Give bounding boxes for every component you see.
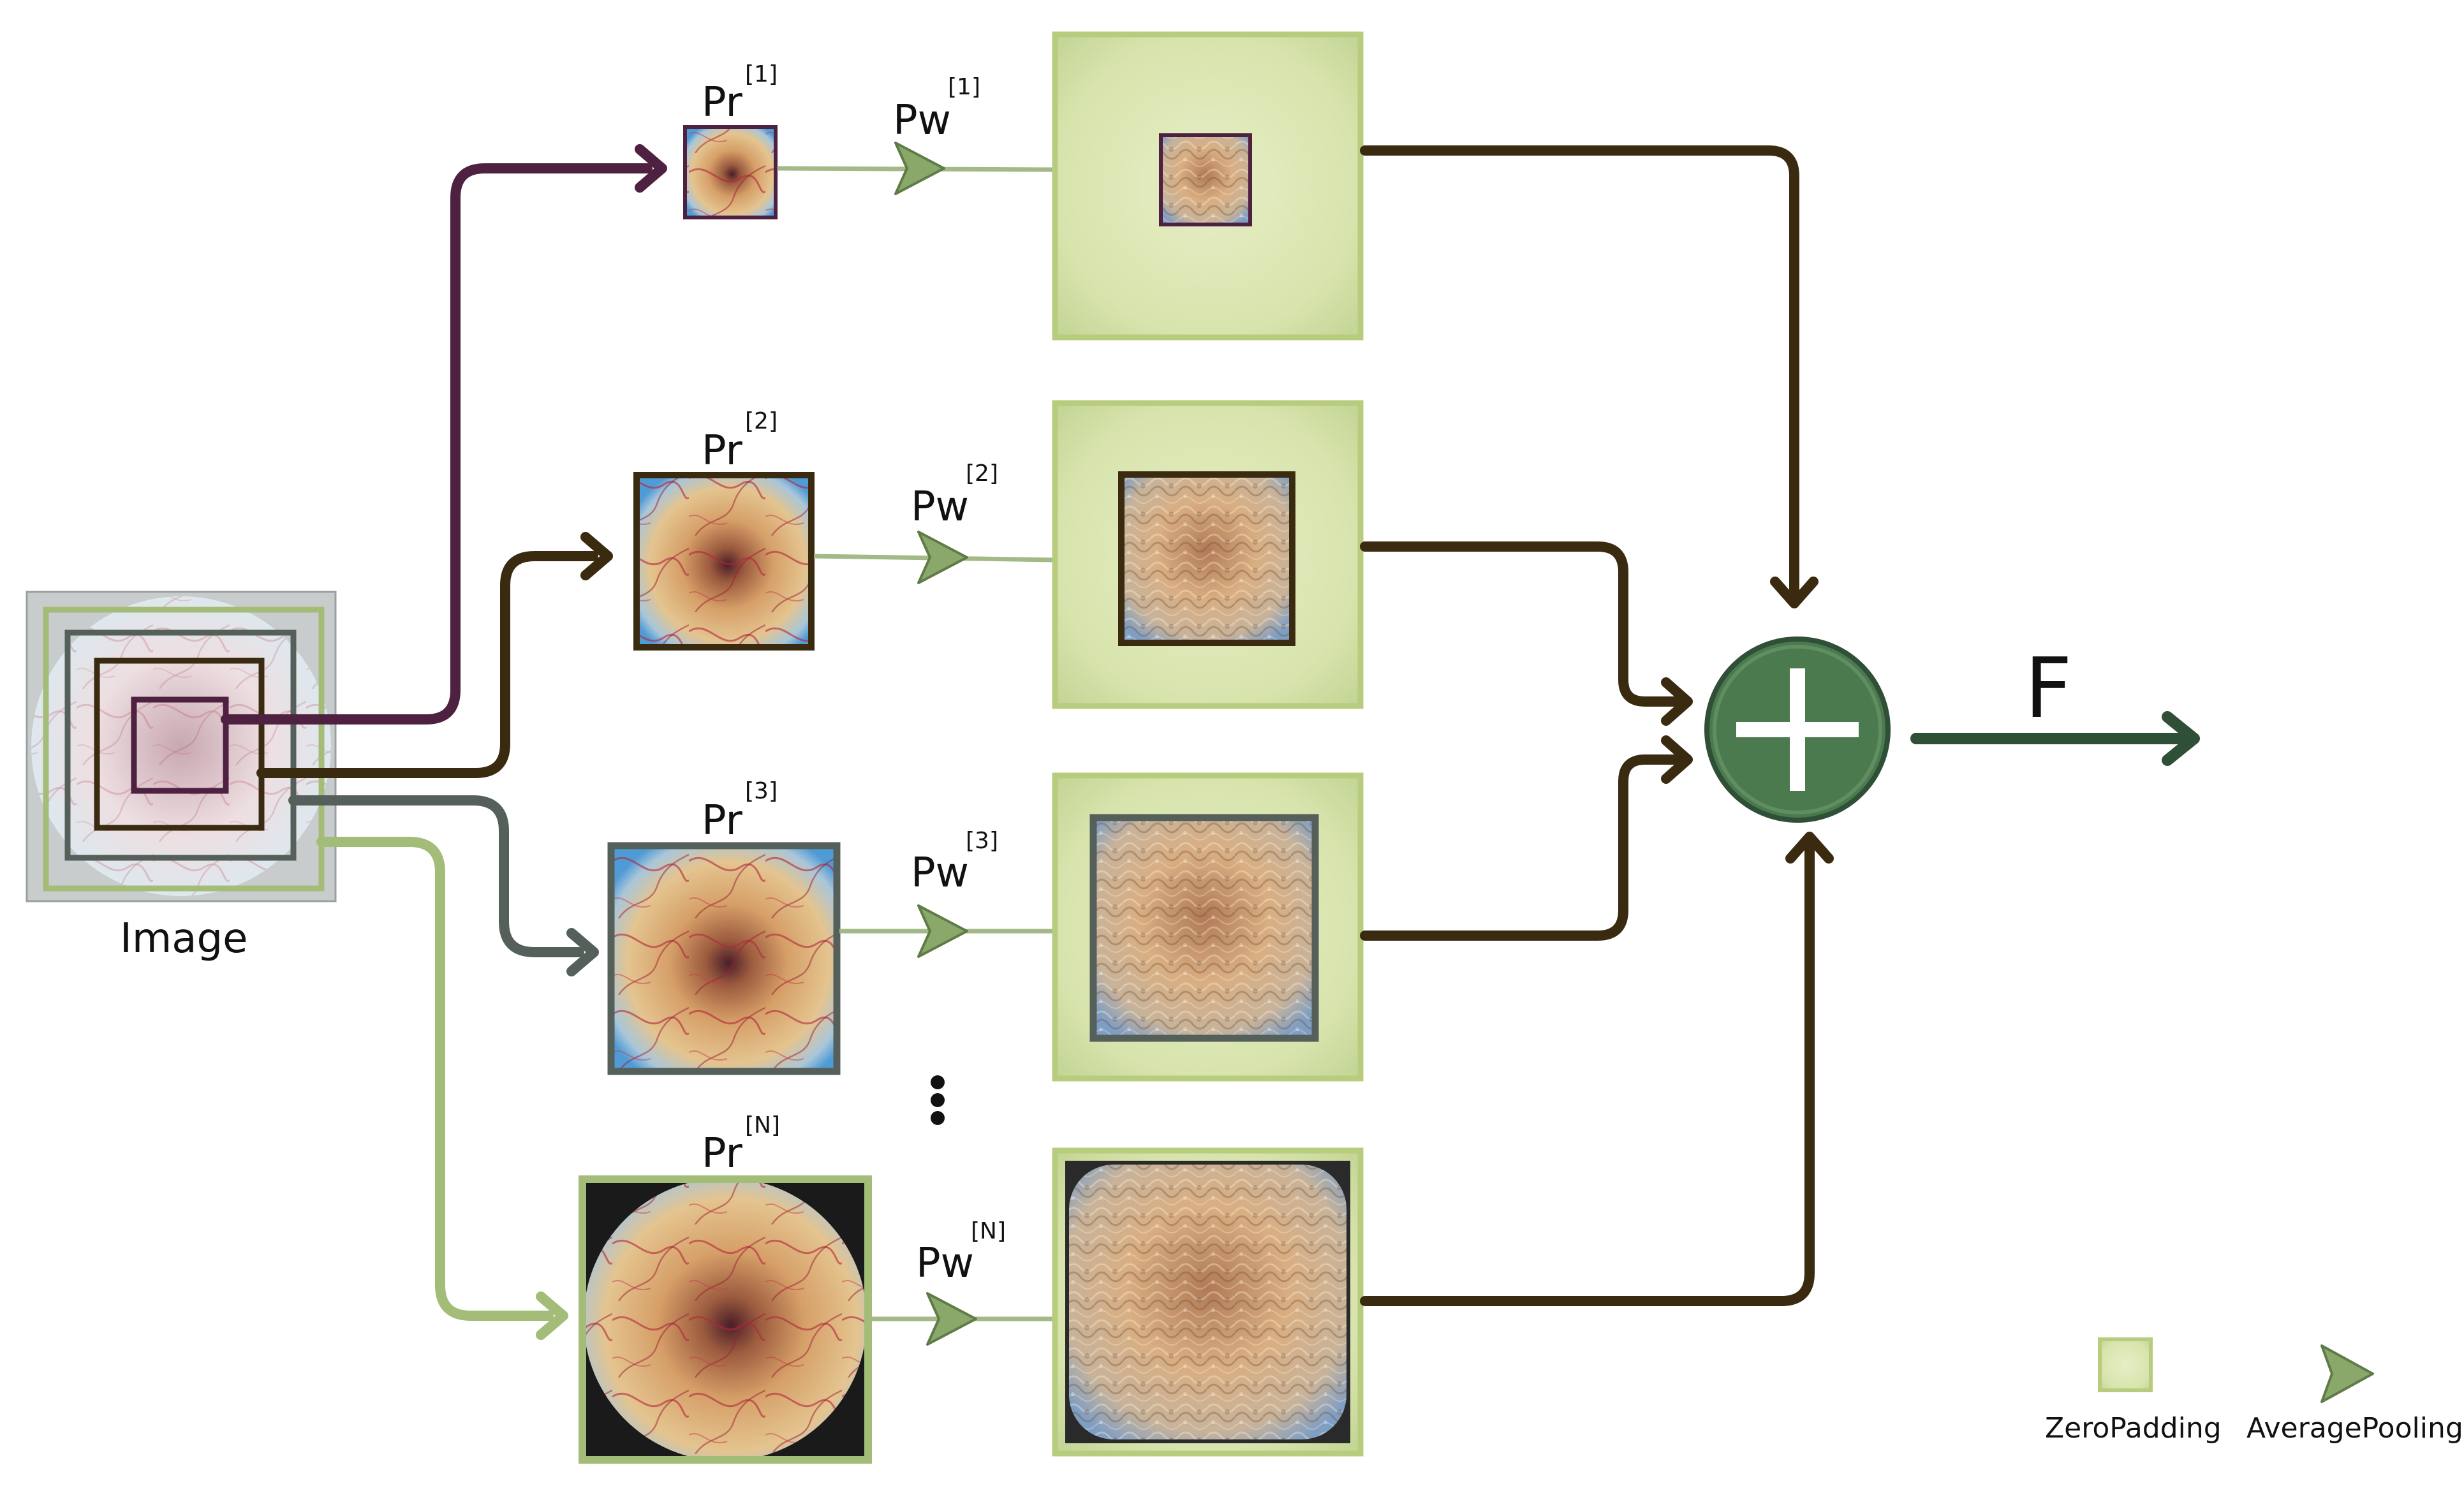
svg-text:Pw: Pw <box>893 97 951 144</box>
padded-feature-3 <box>1052 772 1364 1082</box>
avg-pool-icon-3 <box>917 904 968 958</box>
ellipsis-icon <box>931 1075 945 1125</box>
arrowhead-scale-n <box>536 1291 568 1340</box>
pw-label-2: Pw [2] <box>911 460 998 531</box>
patch-n <box>579 1175 872 1464</box>
connector-scale-n <box>316 837 554 1321</box>
pw-label-n: Pw [N] <box>916 1218 1006 1287</box>
sum-arrowhead-n <box>1785 832 1834 864</box>
svg-text:Pw: Pw <box>911 483 969 531</box>
svg-text:[2]: [2] <box>966 460 998 487</box>
output-arrow <box>1910 711 2200 766</box>
avg-pool-icon-n <box>926 1292 977 1346</box>
crop-outline-3 <box>64 629 297 861</box>
connector-scale-2 <box>256 551 598 778</box>
crop-outline-n <box>43 607 325 892</box>
connector-scale-3 <box>288 795 584 957</box>
legend-zero-padding: ZeroPadding <box>2045 1412 2222 1445</box>
svg-text:Pr: Pr <box>702 1130 742 1177</box>
avg-pool-icon-1 <box>894 142 945 195</box>
pr-label-n: Pr [N] <box>702 1112 780 1177</box>
legend-average-pooling: AveragePooling <box>2246 1412 2463 1445</box>
padded-feature-n <box>1052 1147 1364 1457</box>
pr-label-3: Pr [3] <box>702 778 778 844</box>
zero-padding-swatch <box>2098 1337 2153 1392</box>
sum-arrowhead-1 <box>1770 577 1818 608</box>
sum-connector-3 <box>1360 754 1680 941</box>
arrowhead-scale-2 <box>580 532 613 580</box>
pw-label-1: Pw [1] <box>893 74 980 144</box>
svg-text:Pr: Pr <box>702 79 742 126</box>
sum-arrowhead-2 <box>1661 677 1693 726</box>
svg-text:Pr: Pr <box>702 427 742 474</box>
arrowhead-scale-1 <box>635 144 667 193</box>
svg-text:[N]: [N] <box>745 1112 780 1138</box>
patch-3 <box>607 842 841 1075</box>
image-label: Image <box>120 915 247 962</box>
sum-connector-2 <box>1360 541 1680 707</box>
legend: ZeroPadding AveragePooling <box>2045 1337 2463 1445</box>
sum-arrowhead-3 <box>1661 735 1693 784</box>
pw-label-3: Pw [3] <box>911 828 998 897</box>
avg-pool-icon-2 <box>917 531 968 584</box>
svg-text:[3]: [3] <box>966 828 998 854</box>
average-pooling-icon <box>2320 1344 2374 1403</box>
padded-feature-1 <box>1052 31 1364 341</box>
svg-text:[1]: [1] <box>745 61 778 87</box>
output-label: F <box>2025 640 2072 737</box>
sum-node <box>1704 636 1891 823</box>
input-image <box>26 591 337 902</box>
svg-text:[2]: [2] <box>745 408 778 434</box>
patch-2 <box>633 472 815 651</box>
connector-scale-1 <box>221 163 653 725</box>
svg-text:[N]: [N] <box>971 1218 1006 1244</box>
patch-1 <box>683 125 778 219</box>
pr-label-1: Pr [1] <box>702 61 778 126</box>
sum-connector-1 <box>1360 145 1799 598</box>
arrowhead-scale-3 <box>566 928 599 976</box>
sum-connector-n <box>1360 842 1815 1306</box>
pr-label-2: Pr [2] <box>702 408 778 474</box>
svg-text:Pr: Pr <box>702 797 742 844</box>
svg-text:[3]: [3] <box>745 778 778 804</box>
svg-text:Pw: Pw <box>916 1240 974 1287</box>
crop-outline-1 <box>131 696 229 794</box>
svg-text:[1]: [1] <box>948 74 980 100</box>
padded-feature-2 <box>1052 400 1364 709</box>
crop-outline-2 <box>94 658 265 831</box>
svg-text:Pw: Pw <box>911 850 969 897</box>
